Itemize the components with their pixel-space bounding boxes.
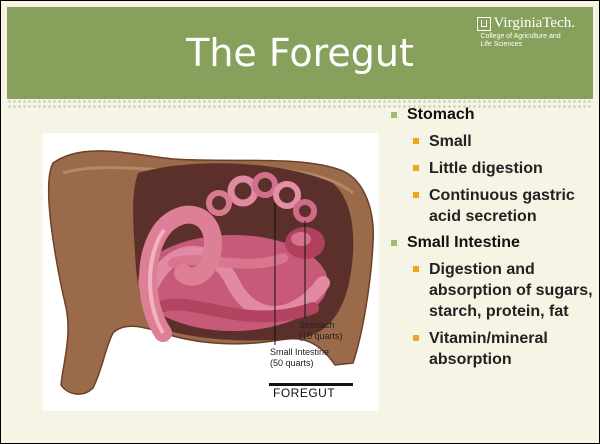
logo-subtitle-line1: College of Agriculture and — [481, 33, 576, 41]
foregut-caption: FOREGUT — [273, 386, 335, 400]
bullet-intestine-vitamin: Vitamin/mineral absorption — [389, 328, 595, 370]
stomach-label-volume: (10 quarts) — [299, 331, 343, 342]
bullet-stomach-acid-secretion: Continuous gastric acid secretion — [389, 185, 595, 227]
logo-name: VirginiaTech. — [494, 15, 576, 32]
stomach-label-name: Stomach — [299, 320, 343, 331]
small-intestine-label-volume: (50 quarts) — [270, 358, 329, 369]
bullet-stomach: Stomach — [389, 105, 595, 125]
title-bar: The Foregut VirginiaTech. College of Agr… — [7, 7, 593, 99]
bullet-list: Stomach Small Little digestion Continuou… — [389, 105, 595, 376]
vt-emblem-icon — [477, 17, 491, 31]
logo-subtitle: College of Agriculture and Life Sciences — [481, 33, 576, 49]
logo-subtitle-line2: Life Sciences — [481, 41, 576, 49]
bullet-intestine-digestion: Digestion and absorption of sugars, star… — [389, 259, 595, 322]
bullet-small-intestine: Small Intestine — [389, 233, 595, 253]
small-intestine-label: Small Intestine (50 quarts) — [270, 347, 329, 369]
bullet-stomach-small: Small — [389, 131, 595, 152]
foregut-figure: Stomach (10 quarts) Small Intestine (50 … — [43, 133, 379, 411]
small-intestine-label-name: Small Intestine — [270, 347, 329, 358]
virginia-tech-logo: VirginiaTech. College of Agriculture and… — [477, 15, 576, 49]
bullet-stomach-little-digestion: Little digestion — [389, 158, 595, 179]
foregut-anatomy-illustration — [43, 133, 379, 411]
stomach-label: Stomach (10 quarts) — [299, 320, 343, 342]
